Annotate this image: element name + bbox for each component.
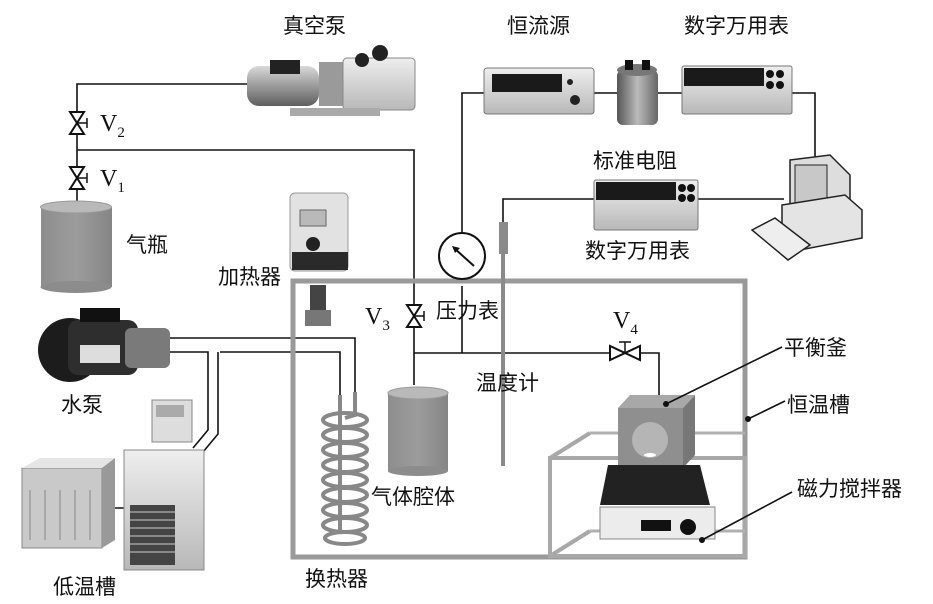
label-thermometer: 温度计	[476, 371, 539, 395]
label-standard-resistor: 标准电阻	[593, 149, 677, 173]
water-line-c	[220, 351, 341, 400]
label-multimeter-top: 数字万用表	[684, 14, 789, 38]
multimeter-mid	[593, 179, 699, 231]
label-heat-exchanger: 换热器	[305, 567, 368, 591]
valve-v3-icon	[405, 304, 425, 328]
leader-lines	[663, 346, 793, 543]
labels: 真空泵 恒流源 数字万用表 标准电阻 数字万用表 气瓶 加热器 压力表 温度计 …	[53, 14, 902, 599]
label-magnetic-stirrer: 磁力搅拌器	[797, 477, 902, 501]
label-thermostatic-bath: 恒温槽	[787, 393, 850, 417]
label-valve-v3: V3	[365, 304, 390, 334]
equilibrium-cell	[618, 395, 695, 468]
computer	[750, 154, 863, 261]
pc-wire-top	[792, 92, 816, 160]
standard-resistor-can	[617, 60, 658, 125]
label-pressure-gauge: 压力表	[436, 299, 499, 323]
current-source	[483, 67, 595, 115]
pipelines	[76, 83, 816, 509]
heater	[289, 192, 349, 326]
water-line-a	[170, 337, 356, 392]
heat-exchanger-coil	[321, 392, 369, 546]
label-water-pump: 水泵	[61, 393, 103, 417]
valve-v4-icon	[609, 341, 641, 362]
label-equilibrium-cell: 平衡釜	[784, 336, 847, 360]
cell-feed-line	[414, 352, 660, 395]
source-wire	[461, 92, 484, 233]
label-valve-v4: V4	[613, 308, 638, 338]
label-multimeter-mid: 数字万用表	[585, 239, 690, 263]
magnetic-stirrer	[599, 465, 716, 540]
water-pump	[38, 308, 170, 382]
label-vacuum-pump: 真空泵	[283, 14, 346, 38]
thermo-wire	[502, 198, 594, 230]
label-gas-cylinder: 气瓶	[126, 233, 168, 257]
label-heater: 加热器	[218, 265, 281, 289]
label-low-temp-bath: 低温槽	[53, 575, 116, 599]
valve-v1-icon	[68, 166, 88, 190]
label-valve-v1: V1	[100, 166, 125, 196]
label-valve-v2: V2	[100, 111, 125, 141]
valve-v2-icon	[68, 111, 88, 135]
chiller-unit	[21, 458, 115, 549]
gas-chamber	[387, 386, 449, 476]
water-line-d	[202, 352, 219, 453]
low-temp-bath-circulator	[123, 399, 205, 571]
pressure-gauge	[438, 232, 486, 280]
multimeter-top	[681, 65, 793, 115]
water-line-b	[170, 351, 209, 449]
vacuum-pump	[247, 45, 416, 116]
gas-cylinder	[40, 200, 112, 293]
thermometer	[499, 222, 508, 466]
label-gas-chamber: 气体腔体	[371, 485, 455, 509]
label-current-source: 恒流源	[507, 14, 570, 38]
